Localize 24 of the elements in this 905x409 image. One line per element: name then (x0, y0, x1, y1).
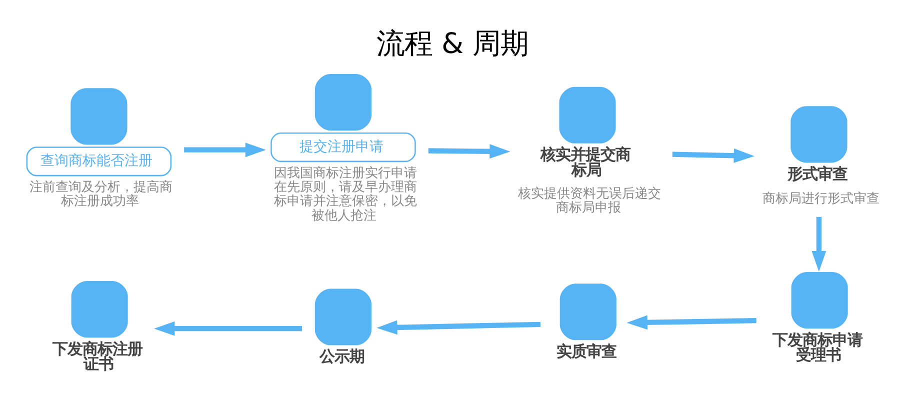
arrow (376, 320, 541, 335)
arrow (154, 321, 302, 336)
diagram-title: 流程 & 周期 (376, 26, 529, 60)
arrow (626, 315, 756, 330)
arrow (812, 216, 826, 272)
node-box (560, 284, 616, 340)
node-label: 商标局进行形式审查 (762, 192, 880, 207)
node-label: 注前查询及分析，提高商标注册成功率 (30, 180, 172, 210)
arrow (672, 148, 754, 163)
node-label: 实质审查 (556, 342, 617, 360)
arrow (184, 142, 266, 158)
node-label: 因我国商标注册实行申请在先原则，请及早办理商标申请并注意保密，以免被他人抢注 (274, 166, 417, 224)
node-box (790, 106, 848, 163)
node-label: 下发商标注册证书 (52, 340, 143, 374)
node-label: 形式审查 (787, 164, 848, 183)
node-box (791, 272, 848, 329)
node-label: 公示期 (319, 347, 364, 366)
arrow (428, 144, 510, 159)
node-box (314, 288, 372, 346)
node-box (71, 281, 128, 338)
node-label: 核实并提交商标局 (540, 146, 631, 180)
node-label: 核实提供资料无误后递交商标局申报 (518, 186, 662, 216)
node-box (559, 86, 616, 144)
node-label: 下发商标申请受理书 (772, 330, 863, 364)
